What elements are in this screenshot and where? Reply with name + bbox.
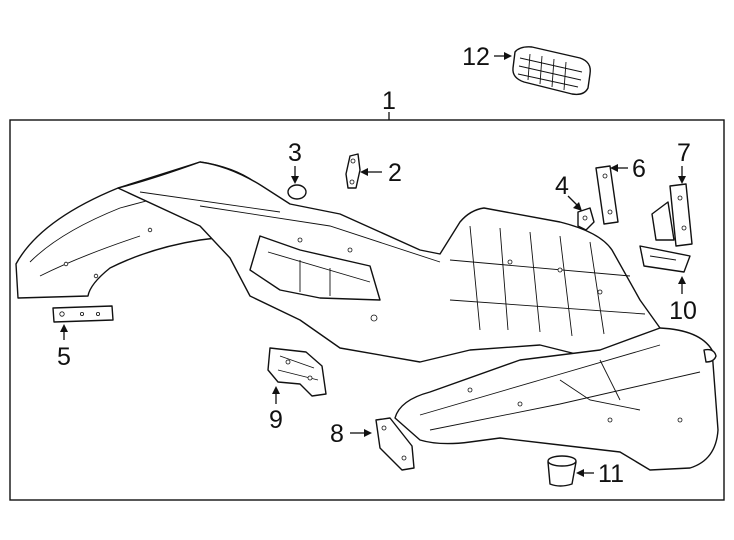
callout-11: 11 <box>598 460 624 488</box>
part-5-plate[interactable] <box>52 305 114 323</box>
callout-3: 3 <box>288 139 302 167</box>
part-12-vent-grille[interactable] <box>512 46 591 96</box>
part-8-hinge-bracket[interactable] <box>375 417 415 471</box>
part-2-bracket[interactable] <box>345 153 361 189</box>
arrow-5 <box>60 324 68 332</box>
callout-10: 10 <box>669 297 697 325</box>
part-4-bracket[interactable] <box>577 207 595 231</box>
arrow-9 <box>272 386 280 394</box>
callout-4: 4 <box>555 172 569 200</box>
arrow-2 <box>360 168 368 176</box>
part-9-bracket-assembly[interactable] <box>267 347 327 397</box>
part-3-plug[interactable] <box>287 184 307 200</box>
part-11-grommet[interactable] <box>547 455 577 487</box>
callout-9: 9 <box>269 406 283 434</box>
arrow-6 <box>610 164 618 172</box>
part-7-bracket[interactable] <box>651 183 693 247</box>
arrow-7 <box>678 176 686 184</box>
callout-2: 2 <box>388 159 402 187</box>
arrow-10 <box>678 276 686 284</box>
arrow-12 <box>504 52 512 60</box>
arrow-4 <box>573 202 582 211</box>
part-6-strip-bracket[interactable] <box>595 165 619 225</box>
arrow-8 <box>364 429 372 437</box>
arrow-3 <box>291 176 299 184</box>
callout-1: 1 <box>382 87 396 115</box>
callout-labels: 1 2 3 4 5 6 7 8 9 10 11 12 <box>57 43 697 488</box>
assembly-frame <box>9 119 725 501</box>
callout-12: 12 <box>462 43 490 71</box>
part-1-rear-body-assembly[interactable] <box>15 161 719 471</box>
arrow-11 <box>576 469 584 477</box>
part-10-bumper-block[interactable] <box>639 245 691 273</box>
leader-4 <box>567 195 579 207</box>
callout-8: 8 <box>330 420 344 448</box>
callout-6: 6 <box>632 155 646 183</box>
leader-lines <box>60 52 686 477</box>
callout-7: 7 <box>677 139 691 167</box>
callout-5: 5 <box>57 343 71 371</box>
